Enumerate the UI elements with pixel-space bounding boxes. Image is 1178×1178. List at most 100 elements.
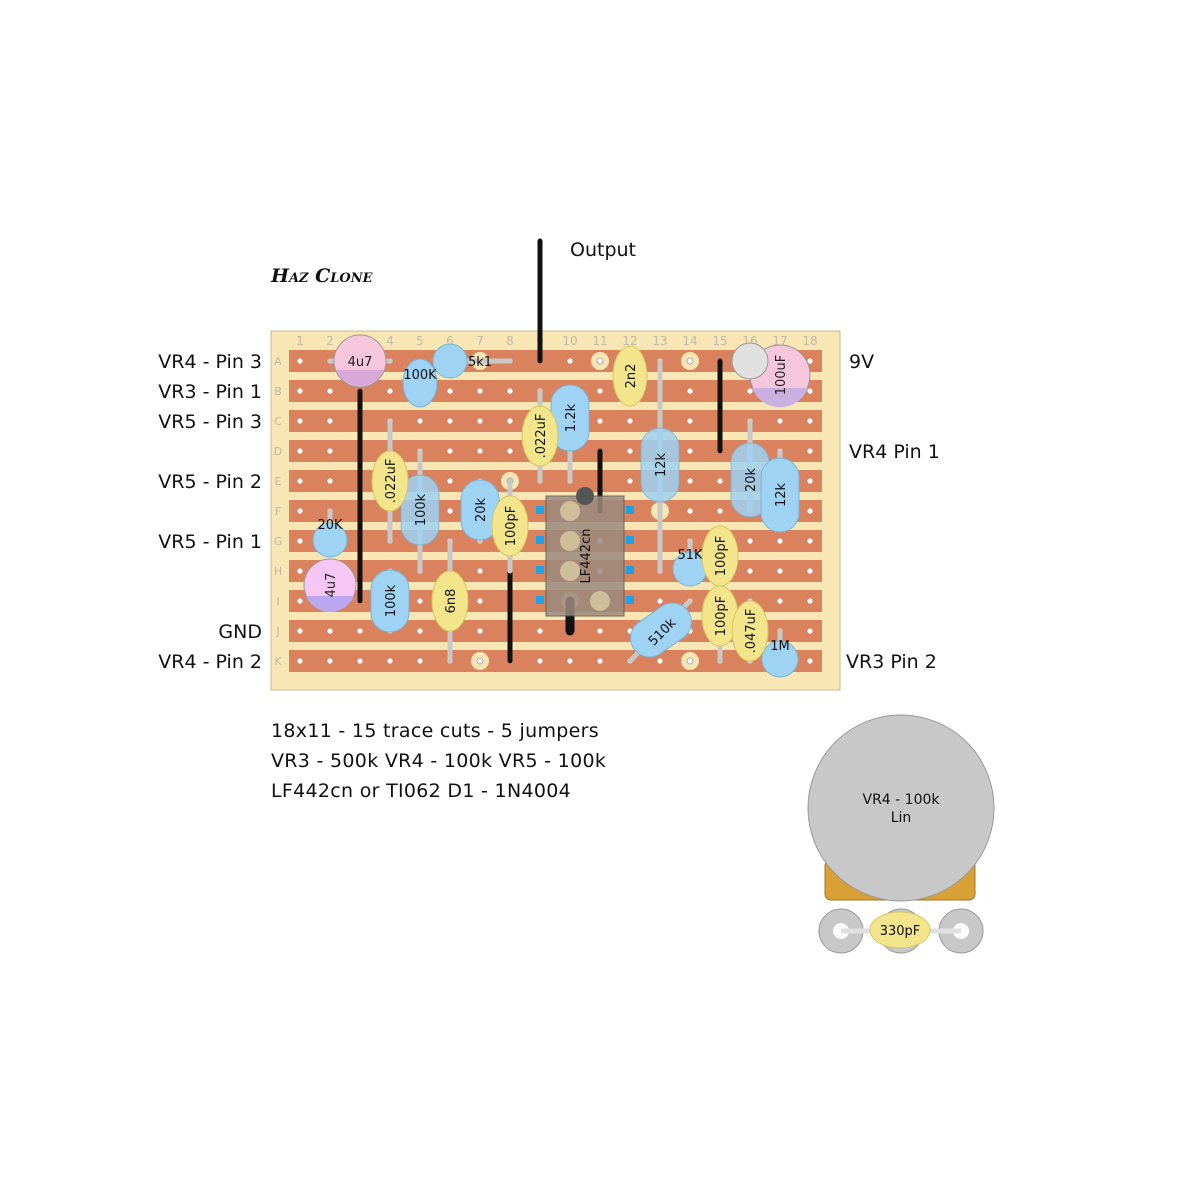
hole (297, 508, 303, 514)
cap-4u7-label: 4u7 (348, 355, 373, 370)
left-label: VR3 - Pin 1 (158, 381, 262, 403)
hole (567, 358, 573, 364)
hole (807, 388, 813, 394)
svg-text:12k: 12k (654, 452, 669, 477)
hole (297, 358, 303, 364)
cap-100uF-label: 100uF (774, 355, 789, 396)
left-label: VR5 - Pin 2 (158, 471, 262, 493)
hole (417, 598, 423, 604)
hole (777, 418, 783, 424)
resistor-510k (630, 602, 692, 658)
row-label: H (274, 565, 282, 578)
column-label: 7 (476, 334, 484, 348)
cap-6n8 (431, 570, 469, 632)
right-label: VR4 Pin 1 (849, 441, 940, 463)
svg-text:100K: 100K (403, 368, 437, 383)
hole (477, 388, 483, 394)
cap-022-e (371, 450, 409, 512)
hole (477, 418, 483, 424)
cap-100pF-f (491, 495, 529, 557)
ic-label: LF442cn (579, 529, 594, 584)
column-label: 8 (506, 334, 514, 348)
row-label: E (275, 475, 282, 488)
diode-1n4004 (731, 342, 769, 380)
hole (597, 658, 603, 664)
hole (597, 418, 603, 424)
right-label: VR3 Pin 2 (846, 651, 937, 673)
pot-value: VR4 - 100k (863, 792, 941, 808)
hole (327, 478, 333, 484)
hole (627, 418, 633, 424)
hole (807, 658, 813, 664)
hole (597, 388, 603, 394)
hole (807, 568, 813, 574)
ic-lf442cn: LF442cn (536, 487, 634, 617)
svg-text:2n2: 2n2 (624, 364, 639, 389)
column-label: 18 (802, 334, 817, 348)
hole (477, 448, 483, 454)
svg-text:.022uF: .022uF (534, 414, 549, 459)
column-label: 2 (326, 334, 334, 348)
cap-2n2 (612, 345, 648, 407)
row-label: F (275, 505, 281, 518)
right-label: 9V (849, 351, 874, 373)
cap-047 (731, 600, 769, 662)
resistor-12k-a (640, 427, 680, 503)
resistor-100k-i (370, 569, 410, 633)
hole (297, 388, 303, 394)
hole (567, 658, 573, 664)
resistor-5k1 (432, 343, 468, 379)
row-label: B (274, 385, 282, 398)
svg-text:.047uF: .047uF (744, 609, 759, 654)
cap-330pF (869, 911, 931, 949)
svg-text:330pF: 330pF (880, 924, 921, 939)
potentiometer-vr4: VR4 - 100k Lin 330pF (807, 714, 995, 954)
hole (687, 508, 693, 514)
hole (447, 388, 453, 394)
hole (447, 478, 453, 484)
hole (327, 658, 333, 664)
row-label: J (275, 625, 279, 638)
resistors (312, 343, 800, 678)
column-label: 1 (296, 334, 304, 348)
svg-text:6n8: 6n8 (444, 589, 459, 614)
row-label: K (274, 655, 282, 668)
board-title: Haz Clone (271, 265, 373, 287)
hole (507, 388, 513, 394)
hole (327, 628, 333, 634)
hole (807, 598, 813, 604)
cap-4u7-h: 4u7 (303, 558, 357, 613)
hole (747, 538, 753, 544)
hole (717, 508, 723, 514)
svg-text:100k: 100k (414, 493, 429, 526)
row-label: D (274, 445, 282, 458)
hole (297, 478, 303, 484)
hole (327, 388, 333, 394)
hole (687, 418, 693, 424)
hole (477, 628, 483, 634)
hole (777, 598, 783, 604)
svg-text:20k: 20k (474, 497, 489, 522)
hole (777, 568, 783, 574)
svg-text:5k1: 5k1 (468, 355, 492, 370)
resistor-100k-f (400, 474, 440, 546)
hole (297, 538, 303, 544)
hole (687, 388, 693, 394)
ceramic-caps (371, 345, 769, 662)
hole (807, 538, 813, 544)
hole (597, 628, 603, 634)
hole (807, 508, 813, 514)
hole (297, 568, 303, 574)
column-label: 12 (622, 334, 637, 348)
left-label: VR4 - Pin 3 (158, 351, 262, 373)
output-label: Output (570, 239, 636, 261)
hole (507, 448, 513, 454)
column-label: 15 (712, 334, 727, 348)
right-labels: 9V VR4 Pin 1 VR3 Pin 2 (846, 351, 940, 673)
svg-text:51K: 51K (677, 548, 703, 563)
hole (807, 418, 813, 424)
hole (627, 478, 633, 484)
resistor-100K (402, 358, 438, 408)
hole (747, 388, 753, 394)
